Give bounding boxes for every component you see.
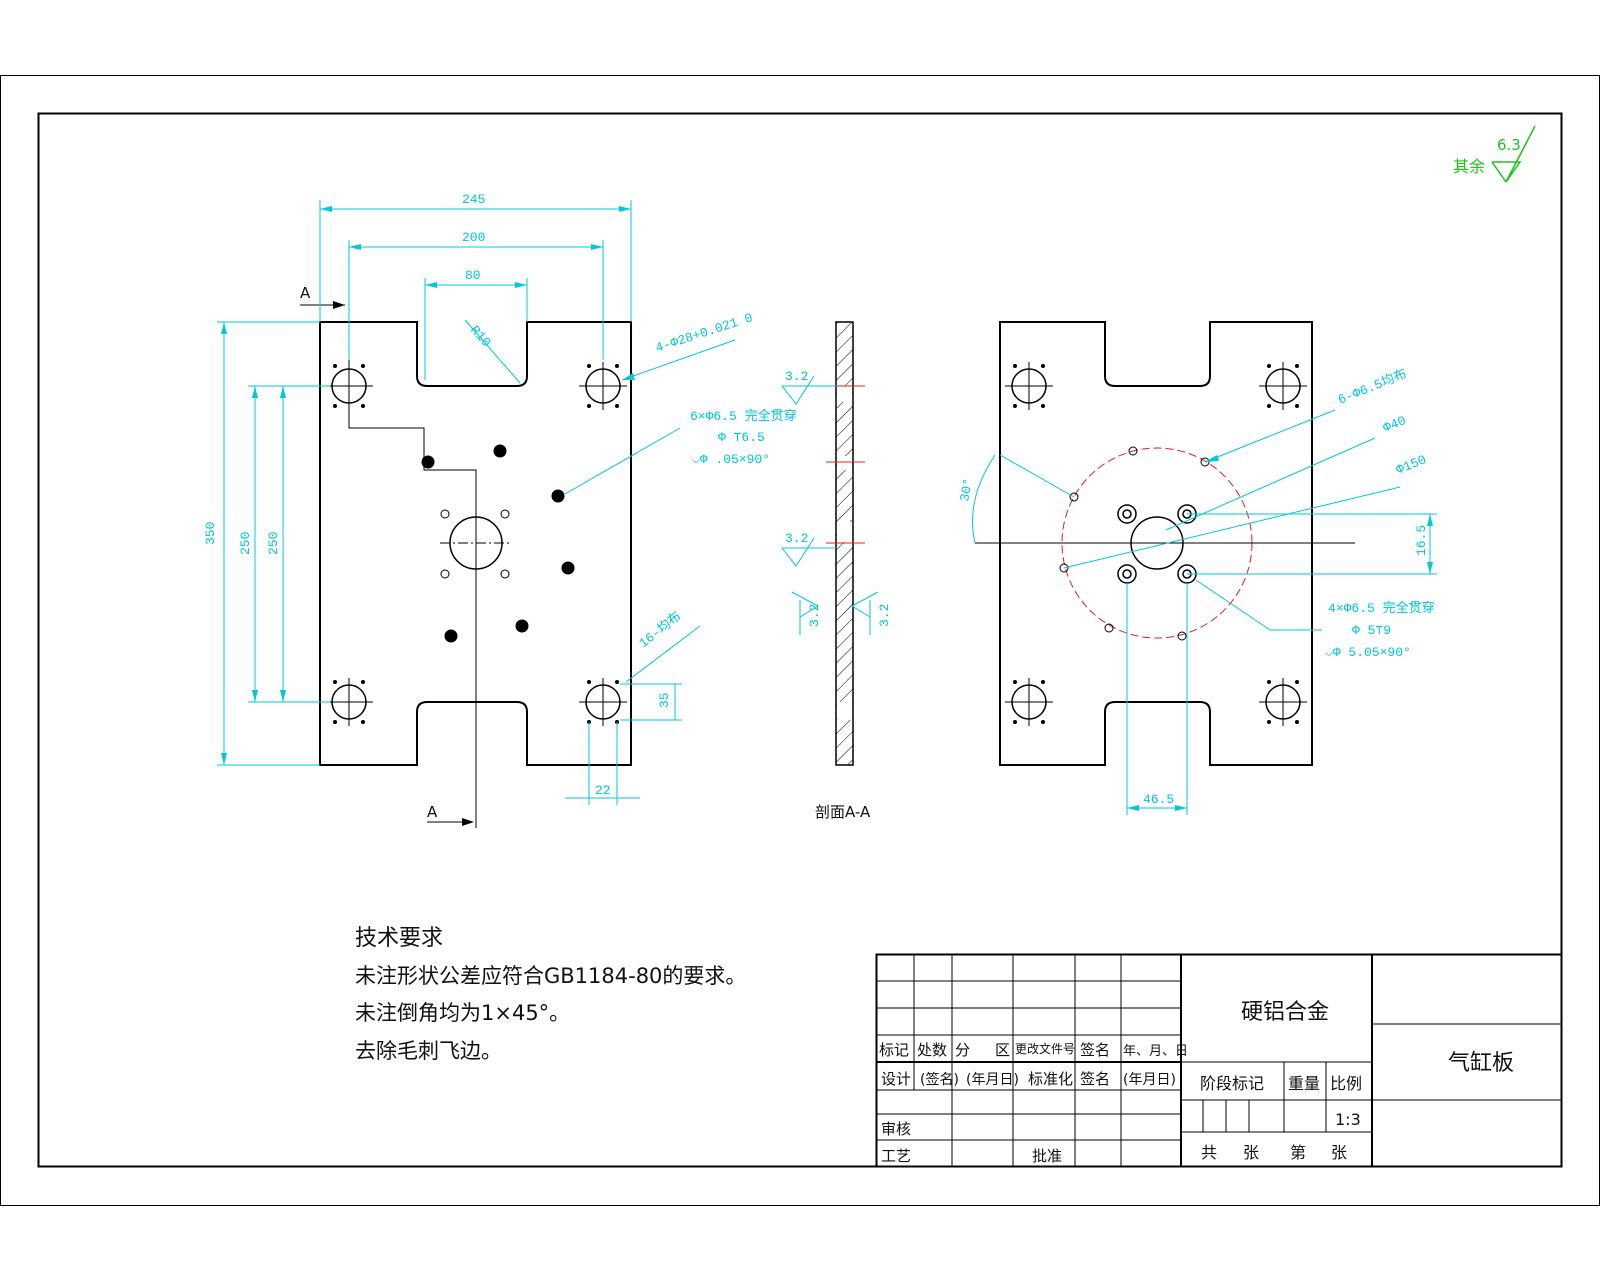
dim-bottom: 22 <box>595 783 611 798</box>
tb-fen: 分 <box>955 1041 970 1059</box>
tb-process: 工艺 <box>881 1147 911 1165</box>
dim-46-5: 46.5 <box>1143 792 1174 807</box>
tb-area: 区 <box>995 1041 1010 1059</box>
corner-holes <box>325 362 627 726</box>
dim-slot: 80 <box>465 268 481 283</box>
dim-height-a: 250 <box>238 532 253 555</box>
section-cut-line <box>348 305 477 828</box>
tb-scale-value: 1:3 <box>1335 1110 1361 1129</box>
callout-small-3: ⌵Φ .05×90° <box>692 452 770 467</box>
callout-d150: Φ150 <box>1394 452 1429 478</box>
tb-no: 第 <box>1290 1143 1306 1162</box>
front-plate-outline <box>319 321 632 766</box>
tb-approve: 批准 <box>1032 1147 1062 1165</box>
tb-count: 处数 <box>917 1041 947 1059</box>
section-roughness-3: 3.2 <box>807 604 822 627</box>
right-dimensions <box>972 409 1437 815</box>
right-angle: 30° <box>957 477 976 503</box>
dim-height-b: 250 <box>266 532 281 555</box>
callout-4holes-1: 4×Φ6.5 完全贯穿 <box>1328 600 1435 616</box>
front-small-holes <box>440 509 510 579</box>
callout-small-2: Φ ⊤6.5 <box>718 430 765 445</box>
part-name: 气缸板 <box>1448 1051 1514 1076</box>
roughness-value: 6.3 <box>1497 136 1521 154</box>
front-dimensions <box>217 200 736 805</box>
callout-6holes: 6-Φ6.5均布 <box>1336 367 1409 408</box>
section-roughness <box>781 375 879 635</box>
dim-width-total: 245 <box>462 192 485 207</box>
title-block-text: 硬铝合金 气缸板 标记 处数 分 区 更改文件号 签名 年、月、日 设计 (签名… <box>879 1000 1514 1165</box>
dim-16-5: 16.5 <box>1414 525 1429 556</box>
right-plate-outline <box>999 321 1313 766</box>
tb-sheets: 张 <box>1243 1143 1259 1162</box>
section-roughness-4: 3.2 <box>877 604 892 627</box>
tb-sign2: 签名 <box>1080 1070 1110 1088</box>
title-block <box>875 953 1563 1168</box>
section-roughness-1: 3.2 <box>785 369 808 384</box>
tb-review: 审核 <box>881 1120 911 1138</box>
tb-mark: 标记 <box>879 1041 909 1059</box>
outer-border <box>0 75 1600 1206</box>
front-counterbores <box>421 444 575 643</box>
section-caption: 剖面A-A <box>815 803 871 821</box>
callout-d40: Φ40 <box>1381 413 1408 436</box>
tech-requirements: 技术要求 未注形状公差应符合GB1184-80的要求。 未注倒角均为1×45°。… <box>355 926 746 1063</box>
right-corner-holes <box>1011 368 1301 720</box>
tb-sign: 签名 <box>1080 1041 1110 1059</box>
tb-total: 共 <box>1201 1143 1217 1162</box>
section-roughness-2: 3.2 <box>785 531 808 546</box>
tb-weight: 重量 <box>1288 1074 1320 1093</box>
tb-design: 设计 <box>881 1070 911 1088</box>
section-view: 3.2 3.2 3.2 3.2 剖面A-A <box>781 321 892 821</box>
right-small-holes <box>1059 446 1210 641</box>
front-arrows <box>221 206 635 765</box>
callout-small-1: 6×Φ6.5 完全贯穿 <box>690 408 797 424</box>
tb-standard: 标准化 <box>1028 1070 1073 1088</box>
material: 硬铝合金 <box>1241 1000 1329 1025</box>
tech-req-line-2: 未注倒角均为1×45°。 <box>355 1001 570 1025</box>
tb-stage-mark: 阶段标记 <box>1200 1074 1264 1093</box>
tb-scale-label: 比例 <box>1330 1074 1362 1093</box>
tb-sheet2: 张 <box>1331 1143 1347 1162</box>
dim-width-holes: 200 <box>462 230 485 245</box>
callout-pins: 16-均布 <box>636 609 684 651</box>
callout-4holes-2: Φ 5⊤9 <box>1352 623 1391 638</box>
inner-border <box>37 112 1563 1168</box>
tb-date1: (年月日) <box>966 1072 1019 1088</box>
section-mark-bottom: A <box>427 803 438 821</box>
dim-height-total: 350 <box>203 522 218 545</box>
section-mark-top: A <box>300 284 311 302</box>
tb-sign1: (签名) <box>920 1071 959 1088</box>
roughness-other-label: 其余 <box>1453 157 1485 176</box>
roughness-symbol: 其余 6.3 <box>1453 125 1536 183</box>
tb-date2: (年月日) <box>1123 1072 1176 1088</box>
tech-req-line-1: 未注形状公差应符合GB1184-80的要求。 <box>355 964 746 988</box>
tech-req-line-3: 去除毛刺飞边。 <box>355 1039 502 1063</box>
tech-req-title: 技术要求 <box>355 926 443 951</box>
tb-date: 年、月、日 <box>1123 1044 1188 1059</box>
right-view: 30° 6-Φ6.5均布 Φ40 Φ150 16.5 46.5 4×Φ6.5 完… <box>957 321 1437 815</box>
dim-offset: 35 <box>657 692 672 708</box>
callout-4holes-3: ⌵Φ 5.05×90° <box>1325 645 1411 660</box>
callout-big-hole: 4-Φ28+0.021 0 <box>654 310 755 356</box>
front-view: A A <box>203 192 797 828</box>
tb-change-doc: 更改文件号 <box>1015 1041 1075 1056</box>
